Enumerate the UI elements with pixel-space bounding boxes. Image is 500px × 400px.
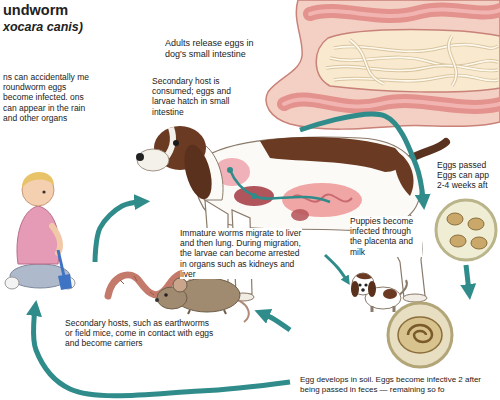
stage-note: ns can accidentally me roundworm eggs be… (3, 72, 98, 123)
intestine-illustration-part (310, 9, 500, 16)
soil-egg-illustration-part (408, 325, 432, 342)
puppy-illustration-part (351, 281, 359, 297)
intestine-illustration-part (326, 65, 498, 70)
child-illustration (5, 172, 75, 290)
intestine-illustration-part (350, 40, 384, 84)
lifecycle-arrow (300, 114, 423, 202)
intestine-illustration-part (284, 99, 500, 106)
child-illustration-part (52, 226, 60, 253)
stage-note: Eggs passed Eggs can app 2-4 weeks aft (437, 160, 497, 191)
puppy-illustration-part (368, 281, 376, 297)
secondary-hosts-illustration-part (188, 310, 190, 314)
puppy-illustration-part (356, 273, 372, 279)
lifecycle-arrow (466, 265, 469, 292)
puppy-illustration-part (393, 306, 396, 312)
stage-note: Immature worms migrate to liver and then… (180, 228, 302, 279)
child-illustration-part (17, 206, 59, 264)
secondary-hosts-illustration-part (164, 293, 168, 297)
edge-label: Secondary host is consumed; eggs and lar… (152, 76, 248, 117)
stage-note: Puppies become infected through the plac… (350, 216, 422, 257)
intestine-illustration-part (326, 65, 498, 70)
child-illustration-part (58, 274, 72, 290)
intestine-illustration-part (334, 75, 498, 80)
secondary-hosts-illustration-part (238, 300, 249, 322)
stage-puppy: Puppies become infected through the plac… (350, 216, 422, 312)
soil-egg-illustration-part (398, 317, 442, 353)
lifecycle-arrow (95, 202, 142, 262)
dog-illustration-part (291, 209, 309, 221)
secondary-hosts-illustration-part (120, 276, 154, 295)
dog-illustration-part (136, 153, 144, 161)
stage-note: Egg develops in soil. Eggs become infect… (300, 375, 496, 394)
child-illustration-part (42, 190, 45, 193)
puppy-illustration-part (361, 288, 365, 292)
dog-illustration-part (403, 294, 427, 302)
intestine-illustration-part (449, 36, 457, 86)
dog-illustration-part (230, 170, 330, 202)
puppy-illustration-part (371, 306, 374, 312)
soil-egg-illustration-part (388, 303, 452, 367)
eggs-passed-illustration-part (450, 235, 466, 247)
intestine-illustration-part (266, 0, 500, 129)
intestine-illustration-part (284, 99, 500, 106)
dog-illustration-part (234, 186, 274, 206)
lifecycle-arrow (325, 255, 347, 281)
child-illustration-part (5, 277, 19, 289)
child-illustration-part (22, 172, 54, 188)
stage-soil-egg: Egg develops in soil. Eggs become infect… (290, 300, 500, 400)
child-illustration-part (58, 250, 64, 276)
dog-illustration-part (251, 193, 257, 199)
eggs-passed-illustration-part (447, 213, 463, 225)
intestine-illustration-part (334, 75, 498, 80)
puppy-illustration (351, 273, 407, 312)
stage-eggs-passed: Eggs passed Eggs can app 2-4 weeks aft (425, 160, 500, 265)
title-subline: xocara canis) (3, 20, 83, 35)
intestine-illustration-part (316, 30, 500, 93)
intestine-illustration (266, 0, 500, 129)
eggs-passed-illustration-part (436, 200, 496, 260)
diagram-title: undworm (3, 2, 68, 19)
intestine-illustration-part (330, 57, 498, 66)
secondary-hosts-illustration (108, 273, 249, 322)
dog-illustration-part (260, 137, 402, 172)
stage-human: ns can accidentally me roundworm eggs be… (0, 60, 105, 300)
stage-note: Adults release eggs in dog's small intes… (165, 38, 277, 60)
dog-illustration-part (137, 149, 169, 171)
secondary-hosts-illustration-part (155, 298, 159, 302)
eggs-passed-illustration-part (468, 218, 484, 230)
secondary-hosts-illustration-part (173, 278, 187, 292)
intestine-illustration-part (350, 40, 384, 84)
stage-dog: Immature worms migrate to liver and then… (150, 130, 325, 310)
puppy-illustration-part (358, 283, 361, 286)
lifecycle-arrow (34, 308, 290, 396)
stage-secondary-host: Secondary hosts, such as earthworms or f… (60, 262, 255, 362)
puppy-illustration-part (383, 289, 397, 299)
eggs-passed-illustration (436, 200, 496, 260)
lifecycle-arrow (262, 313, 290, 330)
dog-illustration-part (227, 167, 233, 173)
intestine-illustration-part (330, 57, 498, 66)
intestine-illustration-part (449, 36, 457, 86)
eggs-passed-illustration-part (471, 237, 487, 249)
puppy-illustration-part (364, 283, 367, 286)
secondary-hosts-illustration-part (224, 310, 226, 314)
dog-illustration-part (173, 140, 179, 146)
intestine-illustration-part (310, 9, 500, 16)
dog-illustration (136, 126, 446, 302)
dog-illustration-part (179, 142, 217, 202)
soil-egg-illustration (388, 303, 452, 367)
stage-note: Secondary hosts, such as earthworms or f… (65, 318, 215, 349)
